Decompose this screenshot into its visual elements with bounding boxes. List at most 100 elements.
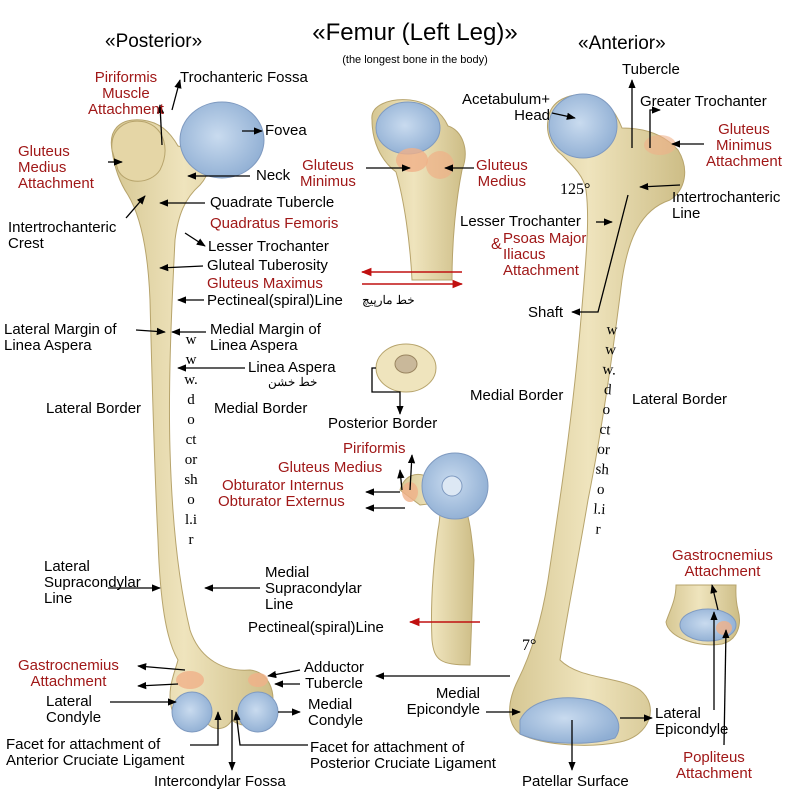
proximal-femur-lateral-head — [375, 101, 441, 155]
label-lateral-margin: Lateral Margin of Linea Aspera — [4, 321, 117, 354]
leader-gluteal-tuberosity — [159, 263, 204, 272]
label-quadrate-tubercle: Quadrate Tubercle — [210, 194, 335, 211]
label-gluteus-medius: Gluteus Medius — [476, 157, 528, 190]
anterior-femur — [509, 93, 686, 746]
proximal-femur-medial — [399, 452, 489, 666]
label-gastrocnemius-attachment-posterior: Gastrocnemius Attachment — [18, 657, 119, 690]
leader-trochanteric-fossa — [171, 79, 182, 111]
label-gluteus-medius-lower: Gluteus Medius — [278, 459, 383, 476]
label-lesser-trochanter-posterior: Lesser Trochanter — [208, 238, 329, 255]
leader-popliteus — [722, 629, 730, 746]
label-quadratus-femoris: Quadratus Femoris — [210, 215, 339, 232]
label-gluteus-minimus-attachment: Gluteus Minimus Attachment — [706, 121, 782, 170]
label-angle-7: 7° — [522, 637, 537, 654]
label-gluteus-medius-attachment: Gluteus Medius Attachment — [18, 143, 94, 192]
label-piriformis-attachment: Piriformis Muscle Attachment — [88, 69, 164, 118]
leader-intertrochanteric-line — [639, 182, 681, 191]
label-medial-supracondylar: Medial Supracondylar Line — [265, 564, 362, 613]
label-facet-acl: Facet for attachment of Anterior Cruciat… — [6, 736, 185, 769]
anterior-femur-bone — [509, 94, 686, 746]
label-obturator-internus: Obturator Internus — [222, 477, 344, 494]
posterior-femoral-head — [179, 101, 265, 179]
greater-trochanter-posterior — [111, 120, 166, 182]
label-pectineal-line: Pectineal(spiral)Line — [207, 292, 343, 309]
leader-lesser-trochanter — [184, 232, 206, 247]
leader-acetabulum-head — [551, 112, 576, 120]
leader-piriformis — [156, 104, 165, 146]
label-medial-border-posterior: Medial Border — [214, 400, 308, 417]
leader-facet-acl — [190, 711, 222, 746]
leader-gastrocnemius — [137, 663, 186, 671]
label-gluteal-tuberosity: Gluteal Tuberosity — [207, 257, 328, 274]
label-neck: Neck — [256, 167, 291, 184]
label-pectineal-line-lower: Pectineal(spiral)Line — [248, 619, 384, 636]
label-ampersand: & — [491, 236, 502, 253]
label-lesser-trochanter-anterior: Lesser Trochanter — [460, 213, 581, 230]
anterior-heading: «Anterior» — [578, 33, 666, 54]
label-medial-epicondyle: Medial Epicondyle — [406, 685, 480, 718]
label-shaft: Shaft — [528, 304, 564, 321]
label-pectineal-line-persian: خط مارپیچ — [362, 293, 415, 307]
shaft-cross-section — [375, 343, 437, 393]
label-psoas-iliacus: Psoas Major Iliacus Attachment — [503, 230, 587, 279]
label-tubercle: Tubercle — [622, 61, 680, 78]
leader-facet-pcl — [233, 711, 308, 746]
patellar-surface-cartilage — [519, 697, 620, 744]
leader-piriformis-2 — [407, 454, 416, 491]
label-adductor-tubercle: Adductor Tubercle — [304, 659, 365, 692]
label-angle-125: 125° — [560, 181, 591, 198]
leader-adductor-tubercle — [267, 669, 301, 679]
label-intertrochanteric-crest: Intertrochanteric Crest — [8, 219, 117, 252]
shaft-cross-section-cavity — [394, 354, 418, 374]
label-greater-trochanter: Greater Trochanter — [640, 93, 767, 110]
label-lateral-supracondylar: Lateral Supracondylar Line — [44, 558, 141, 607]
label-patellar-surface: Patellar Surface — [522, 773, 629, 790]
label-lateral-epicondyle: Lateral Epicondyle — [655, 705, 729, 738]
leader-greater-trochanter — [649, 106, 661, 148]
gluteus-medius-patch — [426, 151, 454, 179]
gluteus-minimus-attachment-patch — [644, 135, 676, 155]
leader-intertrochanteric-crest — [125, 195, 146, 219]
gastrocnemius-attachment-patch-2 — [248, 673, 268, 687]
label-linea-aspera: Linea Aspera — [248, 359, 336, 376]
label-medial-border-anterior: Medial Border — [470, 387, 564, 404]
posterior-femur — [110, 101, 279, 733]
label-piriformis: Piriformis — [343, 440, 406, 457]
proximal-femur-lateral — [371, 99, 466, 281]
medial-condyle-cartilage — [237, 691, 279, 733]
proximal-femur-medial-fovea — [441, 475, 463, 497]
label-medial-margin: Medial Margin of Linea Aspera — [210, 321, 321, 354]
leader-shaft — [571, 194, 629, 316]
label-linea-aspera-persian: خط خشن — [268, 375, 318, 389]
leader-lateral-margin — [135, 327, 166, 336]
subtitle: (the longest bone in the body) — [342, 54, 488, 66]
label-lateral-border-anterior: Lateral Border — [632, 391, 728, 408]
label-facet-pcl: Facet for attachment of Posterior Crucia… — [310, 739, 496, 772]
popliteus-patch — [716, 621, 732, 635]
label-lateral-condyle: Lateral Condyle — [46, 693, 102, 726]
label-gluteus-minimus: Gluteus Minimus — [300, 157, 356, 190]
label-intertrochanteric-line: Intertrochanteric Line — [672, 189, 781, 222]
label-lateral-border-posterior: Lateral Border — [46, 400, 142, 417]
leader-lines — [108, 79, 730, 771]
lateral-condyle-cartilage — [171, 691, 213, 733]
label-acetabulum-head: Acetabulum+ Head — [462, 91, 550, 124]
label-gluteus-maximus: Gluteus Maximus — [207, 275, 323, 292]
label-medial-condyle: Medial Condyle — [308, 696, 364, 729]
leader-posterior-border — [371, 367, 404, 415]
leader-gastrocnemius-2 — [137, 681, 179, 690]
label-trochanteric-fossa: Trochanteric Fossa — [180, 69, 308, 86]
anterior-femoral-head — [548, 93, 618, 159]
label-obturator-externus: Obturator Externus — [218, 493, 345, 510]
gastrocnemius-attachment-patch — [176, 671, 204, 689]
label-gastrocnemius-attachment-anterior: Gastrocnemius Attachment — [672, 547, 773, 580]
watermark-posterior: www.doctorshol.ir — [184, 332, 198, 548]
label-fovea: Fovea — [265, 122, 307, 139]
posterior-heading: «Posterior» — [105, 31, 203, 52]
leader-gastrocnemius-anterior — [710, 584, 719, 611]
label-intercondylar-fossa: Intercondylar Fossa — [154, 773, 286, 790]
distal-femur-lateral — [665, 584, 740, 646]
leader-gluteus-medius-2 — [397, 469, 405, 491]
